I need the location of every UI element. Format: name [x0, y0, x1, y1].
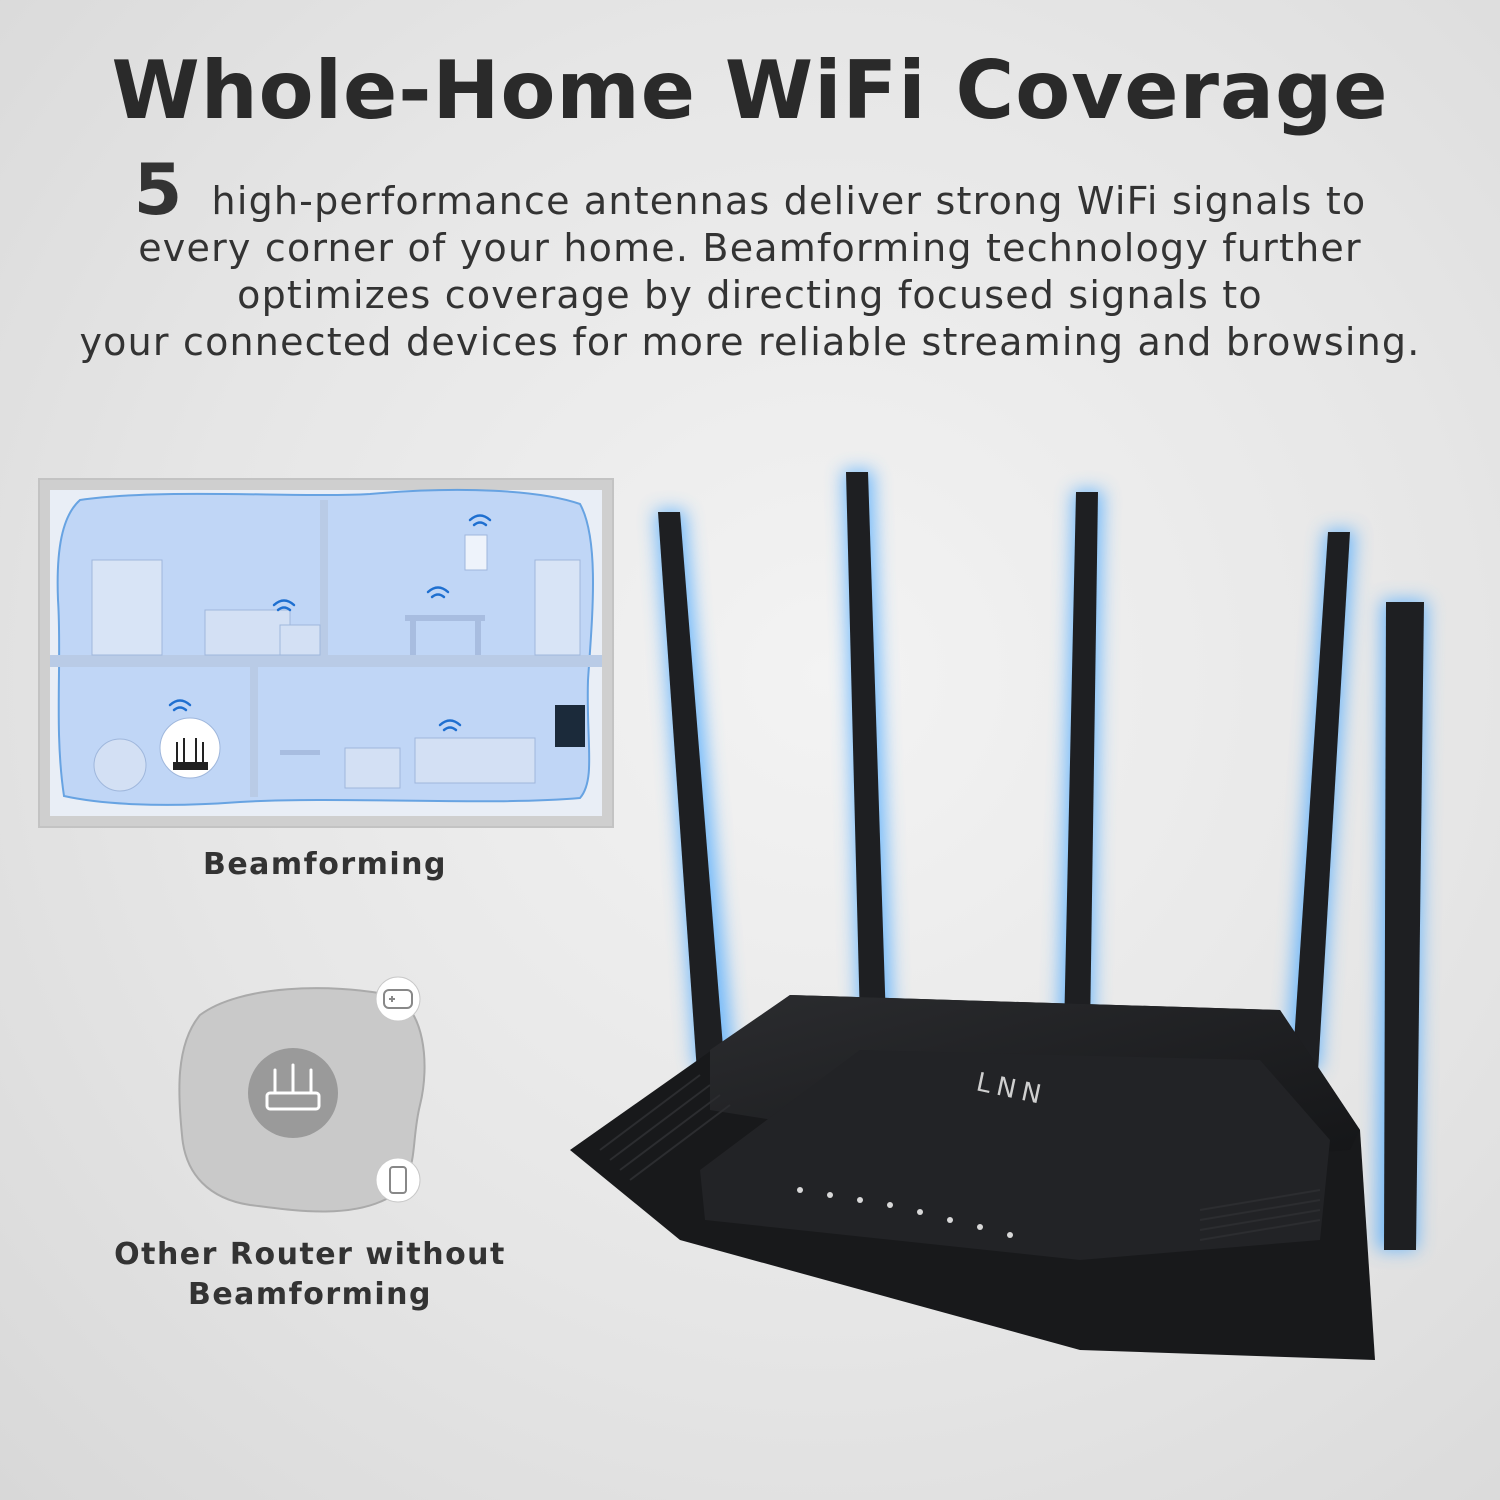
description-line-3: optimizes coverage by directing focused …	[237, 273, 1263, 317]
router-image: LNN	[570, 470, 1427, 1360]
phone-icon	[375, 1157, 421, 1203]
description-line-2: every corner of your home. Beamforming t…	[138, 226, 1362, 270]
caption-beamforming: Beamforming	[202, 847, 448, 882]
house-cutaway-svg	[40, 480, 612, 826]
no-beamforming-illustration	[178, 976, 426, 1213]
antenna-count: 5	[133, 149, 184, 231]
description-line-4: your connected devices for more reliable…	[79, 320, 1421, 364]
caption-other-router: Other Router without Beamforming	[114, 1237, 506, 1312]
gamepad-icon	[375, 976, 421, 1022]
router-icon	[265, 1063, 321, 1111]
antennas	[658, 472, 1424, 1250]
page-title: Whole-Home WiFi Coverage	[111, 44, 1389, 137]
house-illustration	[38, 478, 614, 828]
